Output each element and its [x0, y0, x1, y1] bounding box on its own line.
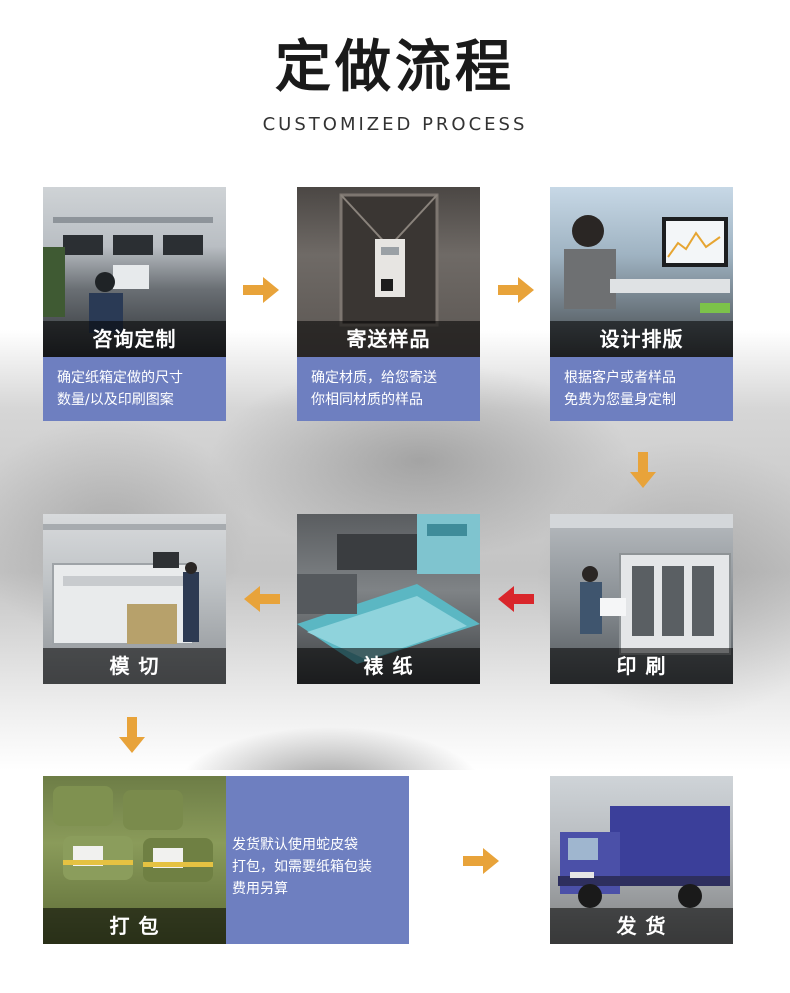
step-consult-desc: 确定纸箱定做的尺寸 数量/以及印刷图案 — [43, 357, 226, 421]
desc-line: 打包，如需要纸箱包装 — [232, 859, 372, 875]
step-design-desc: 根据客户或者样品 免费为您量身定制 — [550, 357, 733, 421]
step-label: 裱 纸 — [297, 648, 480, 684]
step-sample-desc: 确定材质，给您寄送 你相同材质的样品 — [297, 357, 480, 421]
page-title: 定做流程 — [275, 35, 515, 100]
step-label: 打 包 — [43, 908, 226, 944]
desc-line: 你相同材质的样品 — [311, 392, 423, 408]
arrow-right-icon — [463, 848, 499, 874]
arrow-right-icon — [498, 277, 534, 303]
step-ship-card: 发 货 — [550, 776, 733, 944]
step-label: 设计排版 — [550, 321, 733, 357]
step-consult-card: 咨询定制 — [43, 187, 226, 357]
desc-line: 确定材质，给您寄送 — [311, 370, 437, 386]
arrow-left-icon — [244, 586, 280, 612]
arrow-down-icon — [630, 452, 656, 488]
step-label: 咨询定制 — [43, 321, 226, 357]
step-label: 印 刷 — [550, 648, 733, 684]
desc-line: 确定纸箱定做的尺寸 — [57, 370, 183, 386]
step-label: 发 货 — [550, 908, 733, 944]
arrow-right-icon — [243, 277, 279, 303]
step-sample-card: 寄送样品 — [297, 187, 480, 357]
desc-line: 根据客户或者样品 — [564, 370, 676, 386]
step-print-card: 印 刷 — [550, 514, 733, 684]
desc-line: 费用另算 — [232, 881, 288, 897]
step-diecut-card: 模 切 — [43, 514, 226, 684]
step-pack-card: 打 包 — [43, 776, 226, 944]
arrow-left-icon — [498, 586, 534, 612]
desc-line: 数量/以及印刷图案 — [57, 392, 174, 408]
step-pack-desc: 发货默认使用蛇皮袋 打包，如需要纸箱包装 费用另算 — [226, 776, 409, 944]
desc-line: 免费为您量身定制 — [564, 392, 676, 408]
step-design-card: 设计排版 — [550, 187, 733, 357]
step-label: 模 切 — [43, 648, 226, 684]
laminating-machine-photo — [297, 514, 480, 684]
desc-line: 发货默认使用蛇皮袋 — [232, 837, 358, 853]
step-laminate-card: 裱 纸 — [297, 514, 480, 684]
arrow-down-icon — [119, 717, 145, 753]
page-subtitle: CUSTOMIZED PROCESS — [262, 114, 528, 135]
step-label: 寄送样品 — [297, 321, 480, 357]
